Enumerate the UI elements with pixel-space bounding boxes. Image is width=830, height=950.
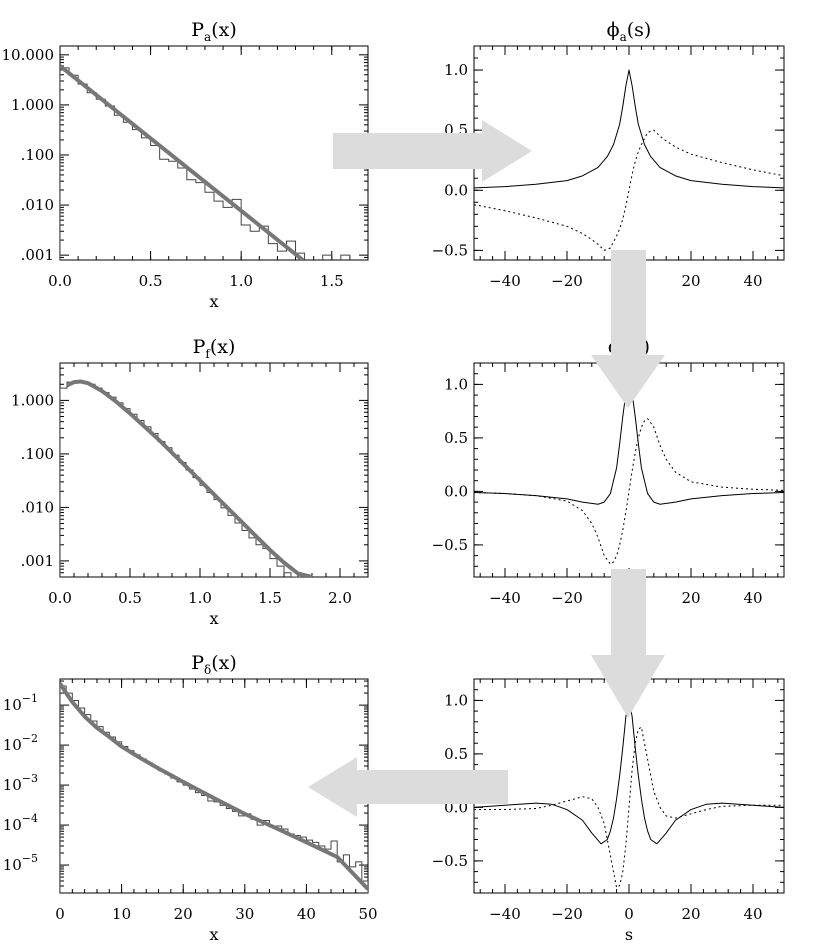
y-tick-label: 1.0 [444, 375, 468, 393]
chart-panel-pf: 0.0 0.5 1.0 1.5 2.0 .001 .010 .100 1.000 Pf(x) x [11, 336, 369, 628]
y-tick-label: .100 [21, 445, 54, 463]
x-tick-label: 1.0 [188, 589, 212, 607]
curve-pf [66, 379, 313, 577]
curve-phir [474, 699, 784, 845]
x-tick-label: 1.5 [320, 272, 344, 290]
y-tick-label: 10−2 [3, 732, 38, 754]
y-tick-label: 10−3 [3, 772, 38, 794]
x-tick-label: 20 [174, 905, 193, 923]
y-tick-label: −0.5 [432, 241, 468, 259]
y-tick-label: .100 [21, 146, 54, 164]
x-axis-label: x [209, 609, 218, 628]
x-tick-label: 50 [358, 905, 377, 923]
curve-pdelta [60, 682, 368, 891]
y-tick-label: 10.000 [2, 46, 55, 64]
x-axis-label: x [209, 292, 218, 311]
x-tick-label: 0.5 [139, 272, 163, 290]
y-tick-label: −0.5 [432, 852, 468, 870]
y-tick-label: 10−1 [3, 692, 38, 714]
x-tick-label: 0 [55, 905, 65, 923]
chart-panel-pdelta: 0 10 20 30 40 50 10−5 10−4 10−3 10−2 10−1 Pδ(x) x [3, 652, 378, 944]
panel-title-pf: Pf(x) [193, 336, 236, 361]
y-tick-label: 0.0 [444, 181, 468, 199]
x-tick-label: 40 [297, 905, 316, 923]
dotted-curve-phia [474, 129, 784, 251]
x-tick-label: 0 [624, 905, 634, 923]
x-tick-label: 40 [743, 272, 762, 290]
histogram-pf [60, 380, 313, 577]
y-tick-label: .010 [21, 196, 54, 214]
x-tick-label: 1.5 [258, 589, 282, 607]
x-tick-label: 30 [235, 905, 254, 923]
arrow-right [333, 120, 532, 182]
dotted-curve-phif [474, 418, 784, 565]
y-tick-label: 0.5 [444, 745, 468, 763]
x-tick-label: 2.0 [328, 589, 352, 607]
flow-arrows [308, 120, 665, 817]
chart-panel-pa: 0.0 0.5 1.0 1.5 .001 .010 .100 1.000 10.000 Pa(x)… [2, 19, 369, 311]
curve-pa [60, 64, 305, 260]
x-tick-label: −40 [489, 589, 521, 607]
x-tick-label: 20 [681, 272, 700, 290]
x-tick-label: 40 [743, 589, 762, 607]
y-tick-label: 10−4 [3, 812, 38, 834]
y-tick-label: −0.5 [432, 536, 468, 554]
arrow-left [308, 757, 508, 817]
curve-phia [474, 69, 784, 189]
y-tick-label: 1.000 [11, 391, 54, 409]
y-tick-label: .001 [21, 552, 54, 570]
y-tick-label: 1.000 [11, 96, 54, 114]
x-tick-label: 0.5 [118, 589, 142, 607]
arrow-down-2 [591, 569, 665, 718]
x-axis-label: x [209, 925, 218, 944]
y-tick-label: 1.0 [444, 61, 468, 79]
x-tick-label: 20 [681, 589, 700, 607]
y-tick-label: 0.0 [444, 482, 468, 500]
panel-title-pa: Pa(x) [191, 19, 237, 44]
y-tick-label: 1.0 [444, 691, 468, 709]
y-tick-label: 0.5 [444, 429, 468, 447]
x-tick-label: 0.0 [48, 589, 72, 607]
x-tick-label: 40 [743, 905, 762, 923]
x-axis-label: s [625, 925, 633, 944]
x-tick-label: 1.0 [229, 272, 253, 290]
histogram-pa [60, 67, 351, 260]
panel-title-phia: ϕa(s) [607, 19, 652, 44]
x-tick-label: 20 [681, 905, 700, 923]
x-tick-label: −40 [489, 905, 521, 923]
y-tick-label: 10−5 [3, 852, 38, 874]
dotted-curve-phir [474, 726, 784, 889]
plot-frame [59, 45, 369, 261]
x-tick-label: −20 [551, 905, 583, 923]
x-tick-label: 10 [112, 905, 131, 923]
y-tick-label: .001 [21, 246, 54, 264]
x-tick-label: −40 [489, 272, 521, 290]
x-tick-label: −20 [551, 589, 583, 607]
x-tick-label: −20 [551, 272, 583, 290]
arrow-down-1 [591, 250, 665, 408]
x-tick-label: 0.0 [48, 272, 72, 290]
y-tick-label: .010 [21, 498, 54, 516]
panel-title-pdelta: Pδ(x) [191, 652, 237, 677]
